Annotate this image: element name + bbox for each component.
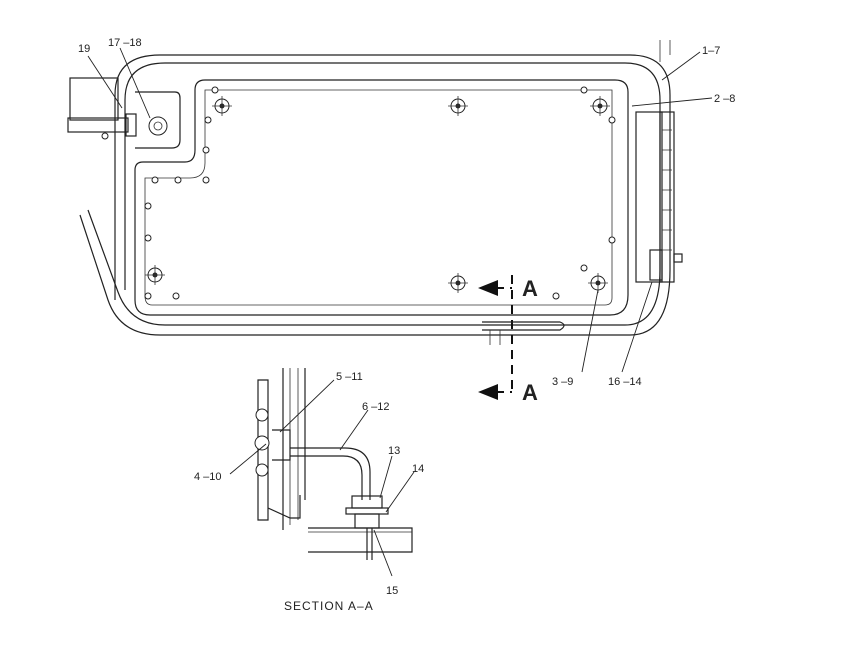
section-cut-marker — [478, 275, 565, 400]
small-bolt-icon — [580, 86, 588, 94]
small-bolt-icon — [174, 176, 182, 184]
bolt-crosshair-icon — [590, 96, 610, 116]
small-bolt-icon — [202, 146, 210, 154]
section-caption: SECTION A–A — [284, 599, 374, 613]
label-4-10: 4 –10 — [194, 471, 222, 483]
frame-outline — [79, 40, 671, 336]
small-bolt-icon — [552, 292, 560, 300]
label-5-11: 5 –11 — [336, 371, 363, 383]
small-bolt-icon — [144, 292, 152, 300]
section-mark-lower: A — [522, 380, 538, 405]
corner-bracket-assembly — [67, 77, 181, 149]
bolt-crosshair-icon — [588, 273, 608, 293]
part-labels: 1–7 2 –8 19 17 –18 3 –9 16 –14 5 –11 6 –… — [78, 37, 735, 597]
label-3-9: 3 –9 — [552, 376, 573, 388]
small-bolt-icon — [151, 176, 159, 184]
small-bolt-icon — [211, 86, 219, 94]
mounting-plate — [134, 79, 629, 316]
small-bolt-icon — [580, 264, 588, 272]
label-19: 19 — [78, 43, 90, 55]
leader-lines — [87, 47, 713, 577]
small-bolt-icon — [144, 202, 152, 210]
section-view — [254, 368, 413, 560]
hinge-strip — [635, 111, 683, 283]
section-mark-upper: A — [522, 276, 538, 301]
label-17-18: 17 –18 — [108, 37, 142, 49]
bolt-crosshair-icon — [448, 273, 468, 293]
small-bolt-icon — [144, 234, 152, 242]
label-13: 13 — [388, 445, 400, 457]
label-1-7: 1–7 — [702, 45, 720, 57]
small-bolt-icon — [204, 116, 212, 124]
small-bolt-icon — [172, 292, 180, 300]
label-14: 14 — [412, 463, 424, 475]
label-2-8: 2 –8 — [714, 93, 735, 105]
label-16-14: 16 –14 — [608, 376, 642, 388]
label-15: 15 — [386, 585, 398, 597]
bolt-pattern — [144, 86, 616, 300]
small-bolt-icon — [202, 176, 210, 184]
label-6-12: 6 –12 — [362, 401, 390, 413]
bolt-crosshair-icon — [448, 96, 468, 116]
small-bolt-icon — [608, 116, 616, 124]
bolt-crosshair-icon — [145, 265, 165, 285]
small-bolt-icon — [608, 236, 616, 244]
bolt-crosshair-icon — [212, 96, 232, 116]
